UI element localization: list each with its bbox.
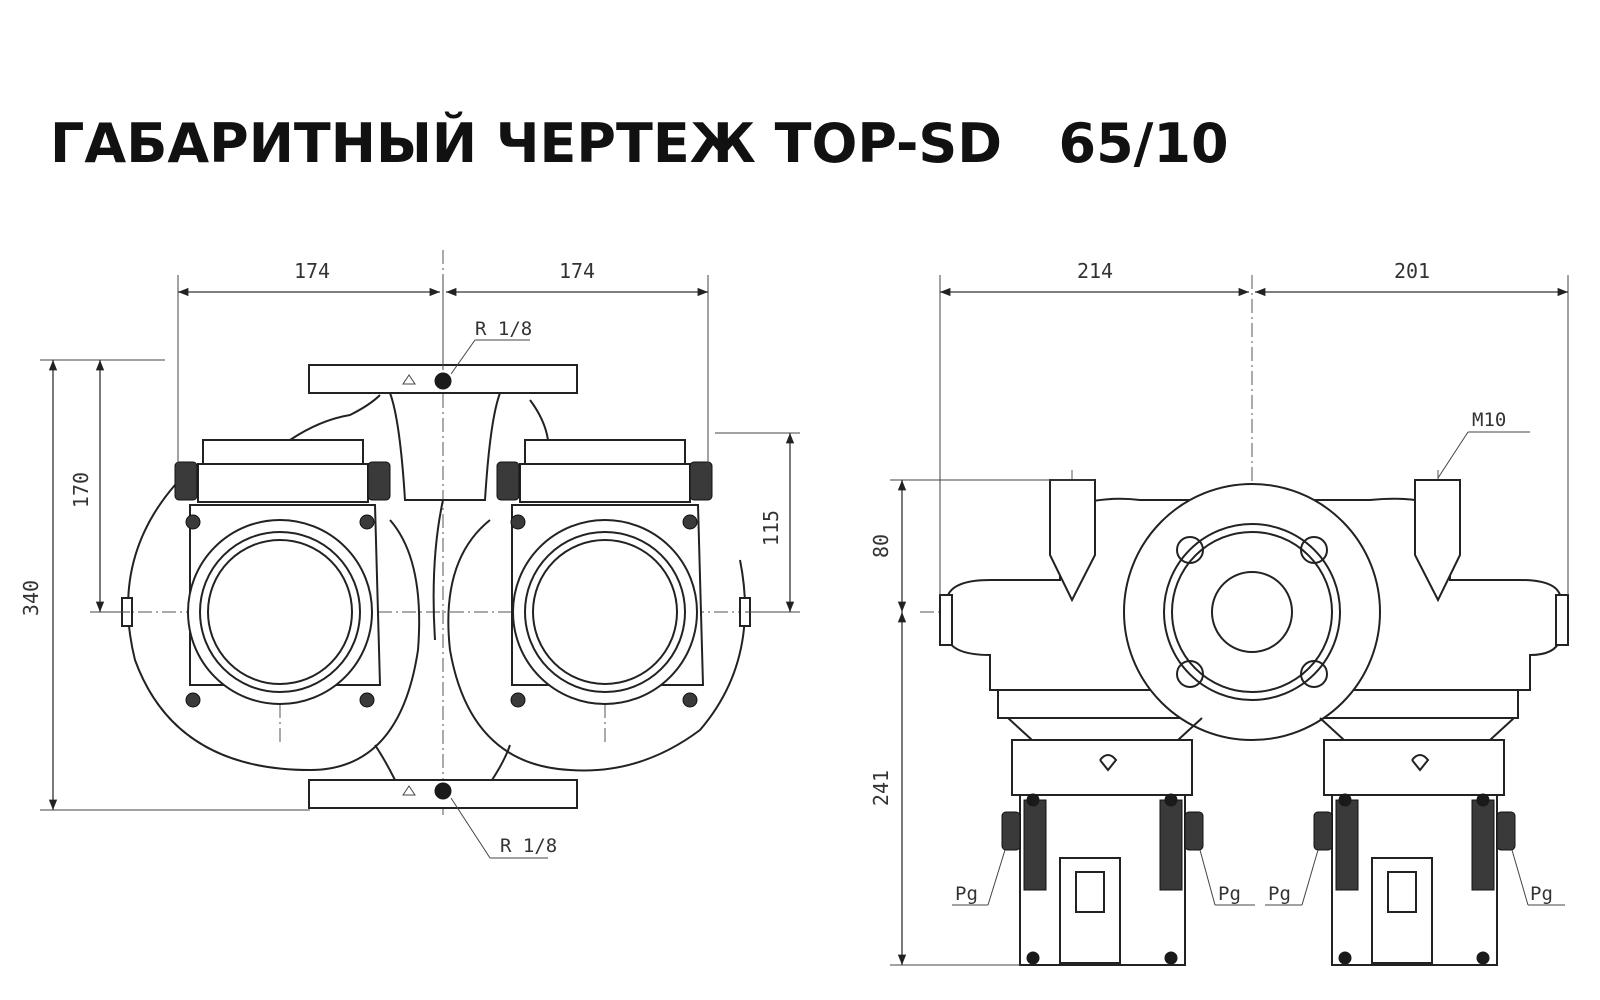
label-pg-2: Pg	[1218, 883, 1241, 905]
vent-plug-bottom	[434, 782, 452, 800]
right-volute	[447, 519, 746, 772]
label-vent-bottom: R 1/8	[500, 835, 557, 857]
label-pg-1: Pg	[955, 883, 978, 905]
left-motor	[174, 394, 391, 708]
side-right-motor	[1313, 717, 1516, 966]
label-pg-3: Pg	[1268, 883, 1291, 905]
side-view: 214 201 80 241 M10 Pg Pg Pg Pg	[869, 259, 1569, 966]
dim-right-height: 115	[759, 510, 783, 546]
dim-side-lower: 241	[869, 770, 893, 806]
side-left-motor	[1001, 717, 1204, 966]
dim-upper-height: 170	[69, 472, 93, 508]
dim-total-height: 340	[19, 580, 43, 616]
label-pg-4: Pg	[1530, 883, 1553, 905]
flange-face	[1123, 483, 1381, 741]
front-view: 174 174 340 170 115 R 1/8 R 1/8	[19, 250, 800, 859]
dim-side-right-width: 201	[1394, 259, 1430, 283]
dim-side-upper: 80	[869, 534, 893, 558]
right-motor	[121, 399, 751, 708]
label-m10: M10	[1472, 409, 1506, 431]
dim-side-left-width: 214	[1077, 259, 1113, 283]
dim-right-width: 174	[559, 259, 595, 283]
page-title: ГАБАРИТНЫЙ ЧЕРТЕЖ TOP-SD 65/10	[50, 112, 1229, 175]
vent-plug-top	[434, 372, 452, 390]
label-vent-top: R 1/8	[475, 318, 532, 340]
dim-left-width: 174	[294, 259, 330, 283]
